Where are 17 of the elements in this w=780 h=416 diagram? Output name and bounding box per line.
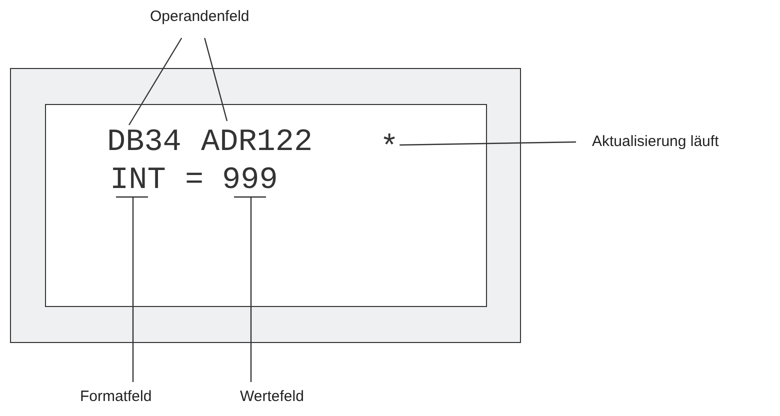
callout-label: Wertefeld [240,388,304,406]
status-indicator: * [380,133,399,164]
equals-sign: = [185,165,204,196]
value-text: 999 [222,165,278,196]
operand-text: ADR122 [201,127,313,158]
callout-label: Aktualisierung läuft [592,133,719,151]
display-screen [45,104,487,307]
display-frame [10,68,521,343]
leader-line [128,38,182,126]
operand-text: DB34 [107,127,182,158]
format-text: INT [110,165,166,196]
leader-line [204,38,228,122]
callout-label: Operandenfeld [150,8,250,26]
callout-label: Formatfeld [80,388,152,406]
leader-line [115,196,149,383]
leader-line [400,141,576,146]
leader-line [233,196,267,383]
